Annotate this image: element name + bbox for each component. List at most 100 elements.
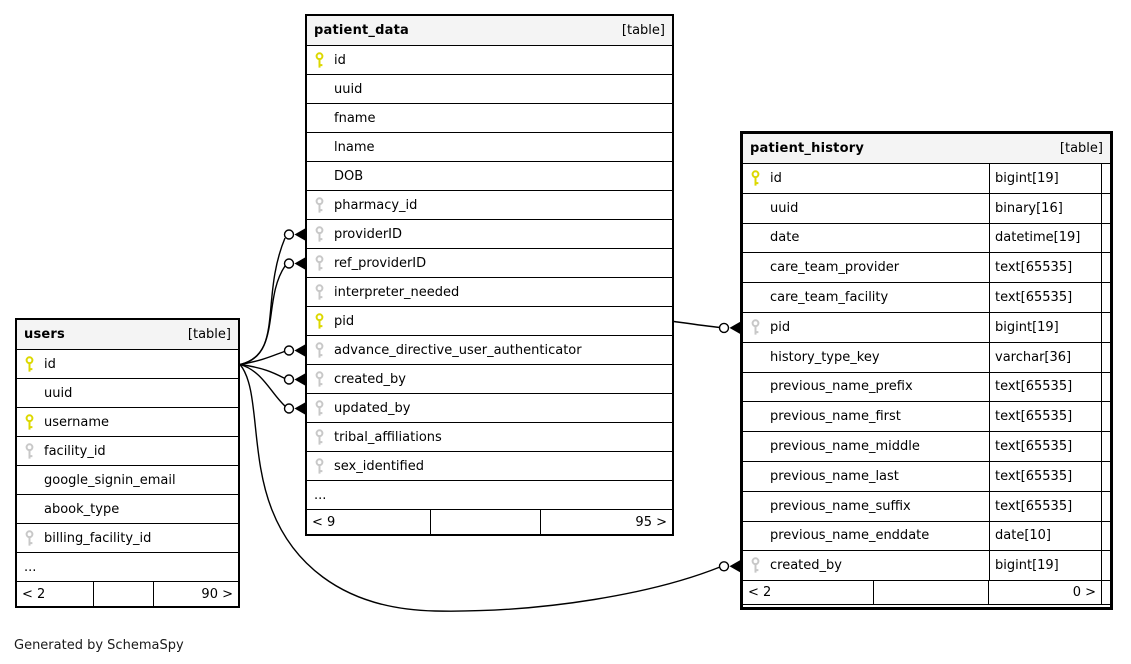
column-name: pid [770, 319, 791, 335]
column-type: text[65535] [989, 491, 1101, 521]
edge-circle-icon [718, 561, 730, 572]
child-count: 95 > [635, 514, 667, 530]
footer-spacer-cell [874, 581, 989, 605]
column-name-cell: previous_name_first [743, 402, 989, 431]
column-type: date[10] [989, 521, 1101, 551]
column-name-cell: abook_type [17, 495, 238, 523]
parent-count: < 9 [307, 510, 431, 534]
column-type: text[65535] [989, 432, 1101, 461]
column-row-pid: pid [307, 307, 672, 336]
table-right-margin [1101, 223, 1110, 253]
column-name-cell: fname [307, 104, 672, 132]
column-name: advance_directive_user_authenticator [334, 342, 582, 358]
column-name: id [44, 356, 56, 372]
edge-circle-icon [283, 229, 295, 240]
column-row-previous_name_first: previous_name_first text[65535] [743, 402, 1110, 433]
column-row-advance_directive_user_authenticator: advance_directive_user_authenticator [307, 336, 672, 365]
column-name: id [770, 170, 782, 186]
column-name: history_type_key [770, 349, 880, 365]
column-name: sex_identified [334, 458, 424, 474]
column-row-interpreter_needed: interpreter_needed [307, 278, 672, 307]
foreign-key-icon [24, 442, 35, 460]
column-name-cell: pid [307, 307, 672, 335]
column-name: previous_name_prefix [770, 379, 913, 395]
column-name-cell: username [17, 408, 238, 436]
column-row-abook_type: abook_type [17, 495, 238, 524]
column-row-uuid: uuid [17, 379, 238, 408]
foreign-key-icon [314, 196, 325, 214]
column-name-cell: previous_name_middle [743, 432, 989, 461]
foreign-key-icon [314, 341, 325, 359]
column-name: lname [334, 139, 375, 155]
fk-edge-patient_data.pid-to-patient_history.pid [673, 320, 740, 334]
footer-spacer-cell [94, 582, 154, 606]
parent-count: < 2 [17, 582, 94, 606]
column-type: text[65535] [989, 253, 1101, 283]
column-row-facility_id: facility_id [17, 437, 238, 466]
column-row-pharmacy_id: pharmacy_id [307, 191, 672, 220]
column-name-cell: previous_name_last [743, 462, 989, 491]
fk-edge-users.id-to-patient_data.ref_providerID [239, 257, 305, 366]
foreign-key-icon [314, 283, 325, 301]
table-name[interactable]: patient_data [314, 23, 409, 38]
table-right-margin [1101, 581, 1110, 605]
column-name-cell: previous_name_enddate [743, 522, 989, 551]
column-name-cell: care_team_provider [743, 253, 989, 282]
column-name: previous_name_first [770, 409, 901, 425]
column-type: bigint[19] [989, 551, 1101, 581]
column-name-cell: sex_identified [307, 452, 672, 480]
column-name: previous_name_suffix [770, 498, 911, 514]
column-name: tribal_affiliations [334, 429, 442, 445]
column-type: text[65535] [989, 372, 1101, 402]
column-name-cell: advance_directive_user_authenticator [307, 336, 672, 364]
table-name[interactable]: patient_history [750, 141, 865, 156]
table-type-badge: [table] [187, 327, 231, 342]
column-row-previous_name_suffix: previous_name_suffix text[65535] [743, 491, 1110, 522]
column-name-cell: date [743, 224, 989, 253]
column-type: bigint[19] [989, 164, 1101, 193]
table-header: users [table] [17, 320, 238, 350]
column-type: text[65535] [989, 402, 1101, 432]
column-name: date [770, 230, 800, 246]
primary-key-icon [750, 170, 761, 187]
column-row-providerID: providerID [307, 220, 672, 249]
column-name: pid [334, 313, 355, 329]
table-right-margin [1101, 253, 1110, 283]
table-type-badge: [table] [621, 23, 665, 38]
table-name[interactable]: users [24, 327, 65, 342]
child-count: 0 > [1072, 585, 1096, 601]
fk-edge-users.id-to-patient_data.updated_by [239, 363, 305, 415]
primary-key-icon [24, 413, 35, 431]
column-row-DOB: DOB [307, 162, 672, 191]
column-row-id: id [307, 46, 672, 75]
column-row-previous_name_prefix: previous_name_prefix text[65535] [743, 372, 1110, 403]
edge-circle-icon [283, 403, 295, 414]
column-name: username [44, 414, 109, 430]
column-name-cell: ... [17, 553, 238, 581]
edge-arrowhead-icon [294, 228, 305, 241]
column-name-cell: facility_id [17, 437, 238, 465]
column-name-cell: lname [307, 133, 672, 161]
column-row-fname: fname [307, 104, 672, 133]
column-name-cell: pharmacy_id [307, 191, 672, 219]
column-name: created_by [770, 558, 842, 574]
column-type: text[65535] [989, 283, 1101, 312]
column-name: providerID [334, 226, 403, 242]
edge-circle-icon [283, 258, 295, 269]
table-bottom-margin [743, 605, 1110, 607]
column-name: uuid [44, 385, 73, 401]
edge-arrowhead-icon [729, 321, 740, 334]
column-name-cell: ... [307, 481, 672, 509]
column-type: datetime[19] [989, 223, 1101, 253]
table-right-margin [1101, 312, 1110, 342]
column-type: binary[16] [989, 193, 1101, 223]
foreign-key-icon [750, 557, 761, 574]
column-name-cell: DOB [307, 162, 672, 190]
column-row-id: id [17, 350, 238, 379]
edge-arrowhead-icon [294, 373, 305, 386]
